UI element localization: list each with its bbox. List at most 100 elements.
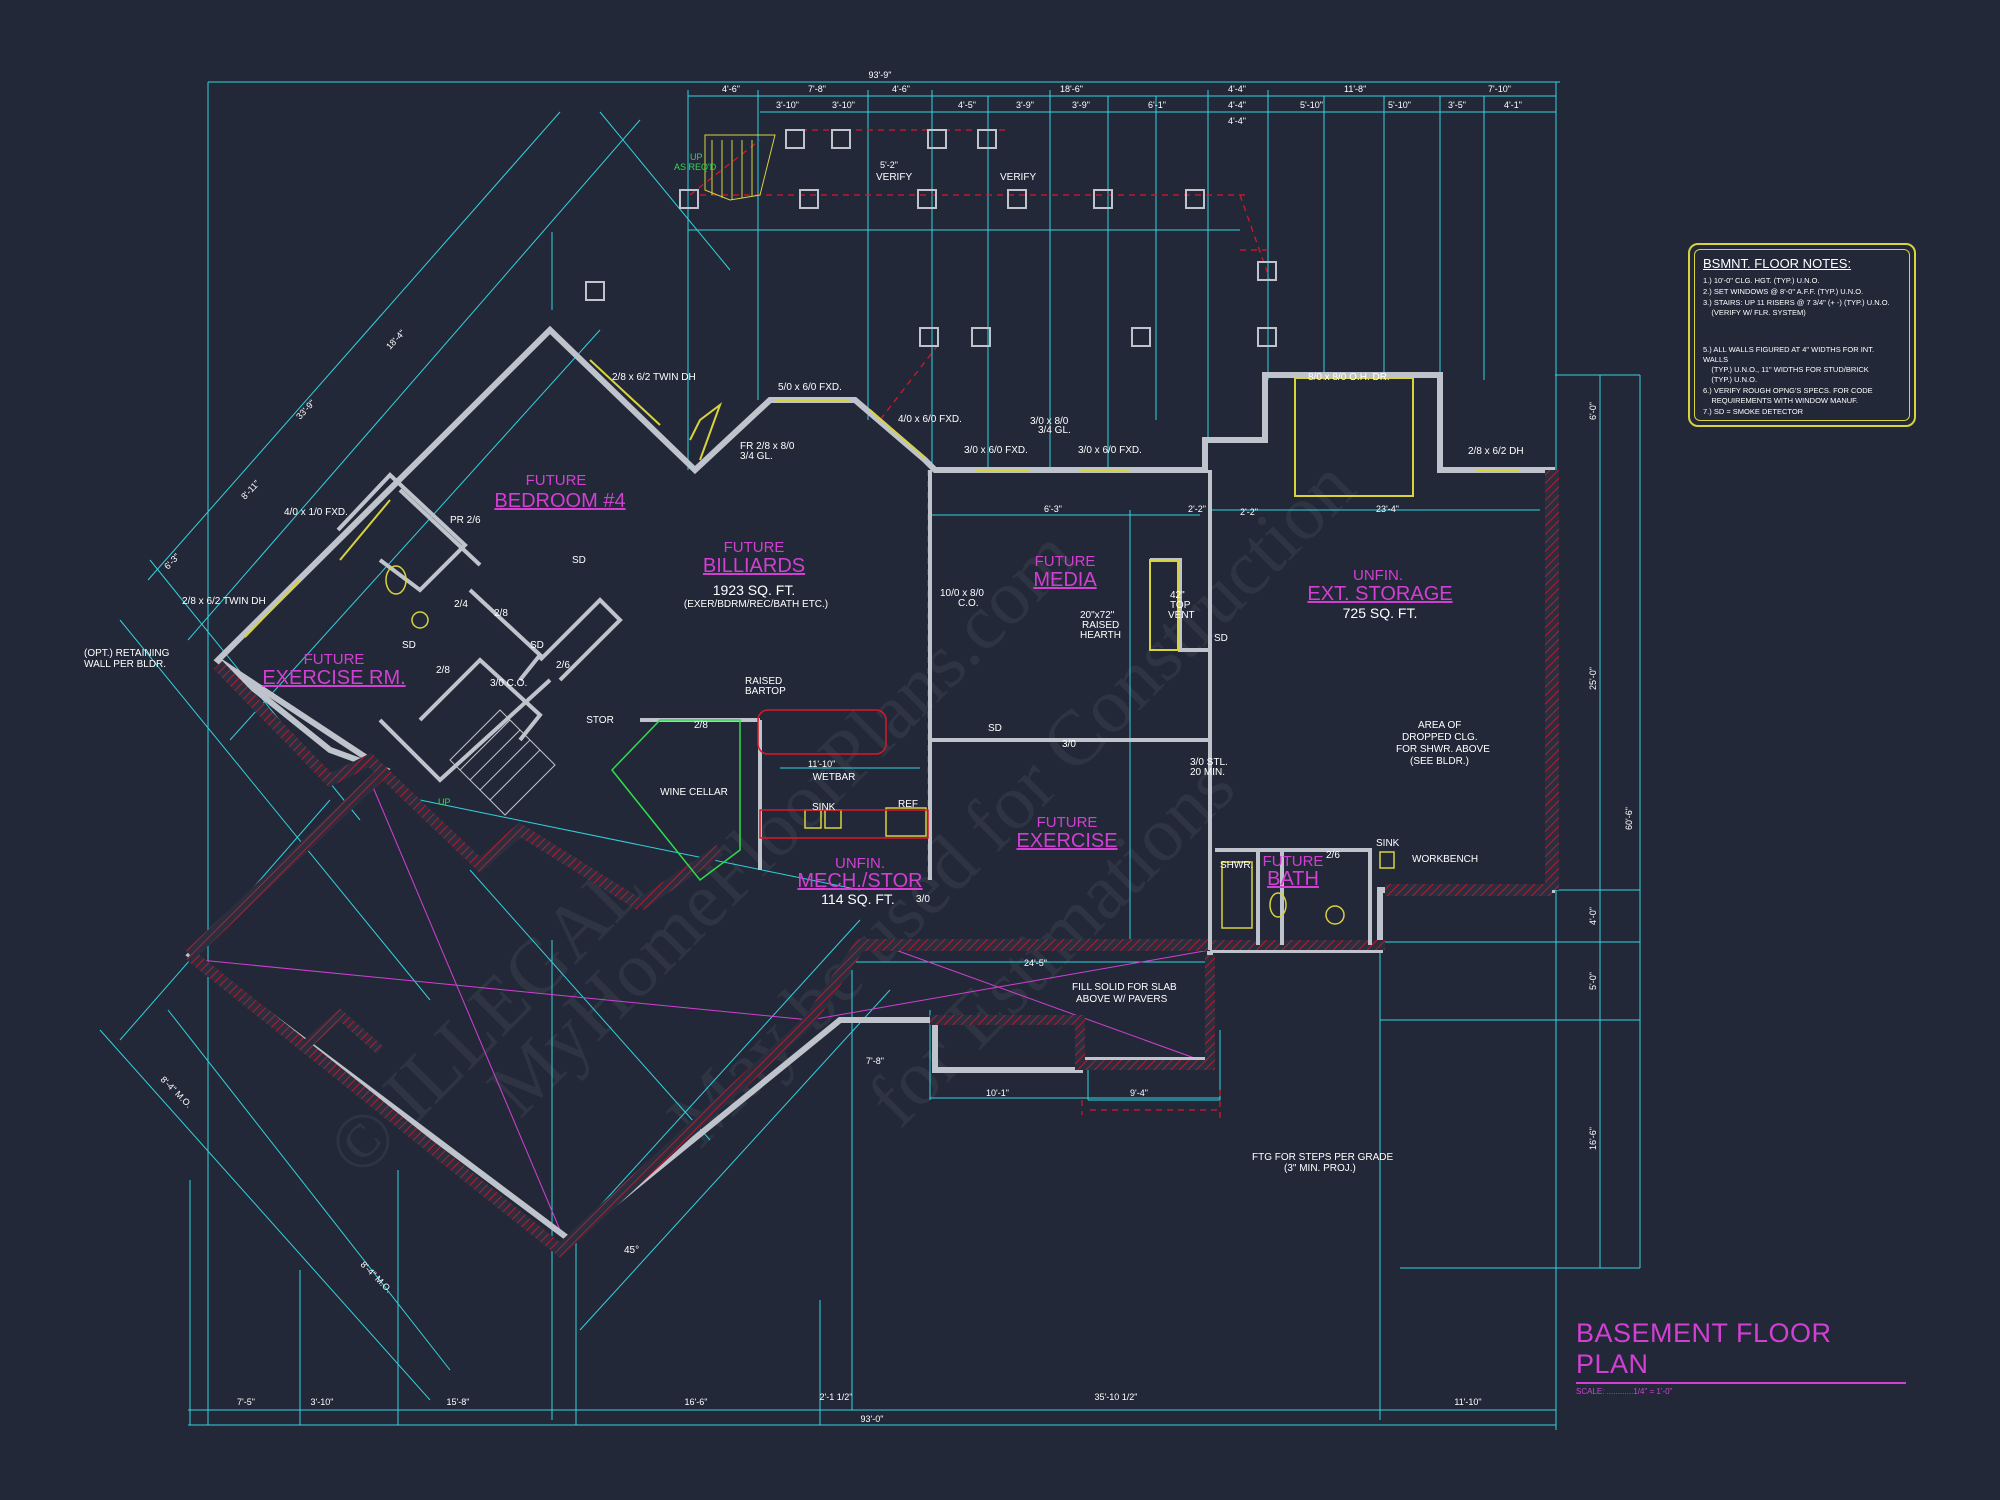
svg-text:TOP: TOP bbox=[1170, 600, 1191, 611]
svg-text:3/0 C.O.: 3/0 C.O. bbox=[490, 678, 527, 689]
room-stor: STOR bbox=[586, 715, 614, 726]
svg-text:2/8 x 6/2 TWIN DH: 2/8 x 6/2 TWIN DH bbox=[612, 372, 696, 383]
svg-text:FUTURE: FUTURE bbox=[724, 539, 785, 556]
svg-text:3/4 GL.: 3/4 GL. bbox=[740, 451, 773, 462]
svg-text:2'-2": 2'-2" bbox=[1240, 507, 1258, 517]
svg-text:8'-11": 8'-11" bbox=[239, 478, 261, 501]
room-bath: FUTURE BATH bbox=[1263, 853, 1324, 890]
svg-text:3'-9": 3'-9" bbox=[1072, 100, 1090, 110]
svg-text:EXERCISE RM.: EXERCISE RM. bbox=[262, 667, 405, 689]
svg-text:11'-10": 11'-10" bbox=[1454, 1397, 1481, 1407]
windows bbox=[244, 359, 1520, 651]
svg-text:6'-3": 6'-3" bbox=[1044, 504, 1062, 514]
svg-text:UNFIN.: UNFIN. bbox=[1353, 567, 1403, 584]
dimension-texts: 93'-9" 4'-6" 7'-8" 4'-6" 4'-5" 18'-6" 4'… bbox=[162, 70, 1634, 1424]
svg-text:MECH./STOR: MECH./STOR bbox=[797, 870, 922, 892]
svg-text:2/6: 2/6 bbox=[556, 660, 570, 671]
svg-text:VENT: VENT bbox=[1168, 610, 1195, 621]
svg-text:18'-6": 18'-6" bbox=[1060, 84, 1083, 94]
svg-text:FUTURE: FUTURE bbox=[526, 472, 587, 489]
svg-text:16'-6": 16'-6" bbox=[1588, 1127, 1598, 1150]
note-item: 5.) ALL WALLS FIGURED AT 4" WIDTHS FOR I… bbox=[1703, 345, 1875, 384]
svg-text:RAISED: RAISED bbox=[1082, 620, 1119, 631]
svg-text:3/0 STL.: 3/0 STL. bbox=[1190, 757, 1228, 768]
fixtures bbox=[385, 565, 1395, 929]
svg-text:2/8 x 6/2 DH: 2/8 x 6/2 DH bbox=[1468, 446, 1524, 457]
note-item: 7.) SD = SMOKE DETECTOR bbox=[1703, 407, 1804, 416]
room-mech-stor: UNFIN. MECH./STOR 114 SQ. FT. bbox=[797, 855, 922, 907]
note-item: 3.) STAIRS: UP 11 RISERS @ 7 3/4" (+ -) … bbox=[1703, 298, 1890, 317]
svg-text:SD: SD bbox=[572, 555, 586, 566]
svg-text:93'-0": 93'-0" bbox=[861, 1414, 884, 1424]
svg-text:HEARTH: HEARTH bbox=[1080, 630, 1121, 641]
room-wetbar: WETBAR bbox=[813, 772, 856, 783]
svg-text:3'-10": 3'-10" bbox=[776, 100, 799, 110]
svg-text:33'-9": 33'-9" bbox=[294, 398, 317, 422]
svg-text:AREA OF: AREA OF bbox=[1418, 720, 1461, 731]
svg-text:SD: SD bbox=[530, 640, 544, 651]
svg-text:3/0 x 8/0: 3/0 x 8/0 bbox=[1030, 416, 1069, 427]
svg-text:MEDIA: MEDIA bbox=[1033, 569, 1097, 591]
svg-text:FOR SHWR. ABOVE: FOR SHWR. ABOVE bbox=[1396, 744, 1490, 755]
svg-text:3'-5": 3'-5" bbox=[1448, 100, 1466, 110]
svg-text:3'-10": 3'-10" bbox=[832, 100, 855, 110]
svg-text:(EXER/BDRM/REC/BATH ETC.): (EXER/BDRM/REC/BATH ETC.) bbox=[684, 599, 828, 610]
svg-text:RAISED: RAISED bbox=[745, 676, 782, 687]
svg-text:93'-9": 93'-9" bbox=[869, 70, 892, 80]
svg-text:UP: UP bbox=[438, 797, 451, 807]
svg-text:EXERCISE: EXERCISE bbox=[1016, 830, 1117, 852]
svg-text:PR 2/6: PR 2/6 bbox=[450, 515, 481, 526]
svg-text:4'-4": 4'-4" bbox=[1228, 100, 1246, 110]
raised-bartop bbox=[757, 709, 929, 839]
svg-text:FILL SOLID FOR SLAB: FILL SOLID FOR SLAB bbox=[1072, 982, 1177, 993]
svg-text:AS REQ'D: AS REQ'D bbox=[674, 162, 717, 172]
svg-text:2/8: 2/8 bbox=[694, 720, 708, 731]
notes-title: BSMNT. FLOOR NOTES: bbox=[1703, 256, 1852, 271]
svg-text:725 SQ. FT.: 725 SQ. FT. bbox=[1343, 605, 1418, 621]
stairs-top bbox=[704, 134, 776, 201]
exterior-walls bbox=[185, 325, 1559, 1258]
room-media: FUTURE MEDIA bbox=[1033, 553, 1097, 591]
svg-text:ABOVE W/ PAVERS: ABOVE W/ PAVERS bbox=[1076, 994, 1168, 1005]
svg-text:8/0 x 8/0 O.H. DR.: 8/0 x 8/0 O.H. DR. bbox=[1308, 372, 1390, 383]
svg-text:FR 2/8 x 8/0: FR 2/8 x 8/0 bbox=[740, 441, 795, 452]
svg-text:4'-1": 4'-1" bbox=[1504, 100, 1522, 110]
svg-text:4'-4": 4'-4" bbox=[1228, 116, 1246, 126]
svg-text:8'-4" M.O.: 8'-4" M.O. bbox=[159, 1074, 194, 1109]
svg-text:FUTURE: FUTURE bbox=[1263, 853, 1324, 870]
svg-text:5'-0": 5'-0" bbox=[1588, 972, 1598, 990]
svg-text:6'-1": 6'-1" bbox=[1148, 100, 1166, 110]
svg-text:2'-2": 2'-2" bbox=[1188, 504, 1206, 514]
svg-text:SD: SD bbox=[1214, 633, 1228, 644]
room-wine-cellar: WINE CELLAR bbox=[660, 787, 728, 798]
basement-floor-notes-panel: BSMNT. FLOOR NOTES: 1.) 10'-0" CLG. HGT.… bbox=[1688, 243, 1916, 427]
annotation-labels: 2/8 x 6/2 TWIN DH 2/8 x 6/2 TWIN DH 5/0 … bbox=[84, 152, 1524, 1295]
notes-inner-frame: BSMNT. FLOOR NOTES: 1.) 10'-0" CLG. HGT.… bbox=[1694, 249, 1910, 421]
svg-text:SD: SD bbox=[402, 640, 416, 651]
svg-text:UP: UP bbox=[690, 152, 703, 162]
svg-text:2/8 x 6/2 TWIN DH: 2/8 x 6/2 TWIN DH bbox=[182, 596, 266, 607]
svg-text:3/0: 3/0 bbox=[1062, 739, 1076, 750]
svg-text:3/0 x 6/0 FXD.: 3/0 x 6/0 FXD. bbox=[1078, 445, 1142, 456]
svg-text:BATH: BATH bbox=[1267, 868, 1319, 890]
room-exercise-rm: FUTURE EXERCISE RM. bbox=[262, 651, 405, 689]
svg-text:EXT. STORAGE: EXT. STORAGE bbox=[1307, 583, 1452, 605]
svg-text:4/0 x 6/0 FXD.: 4/0 x 6/0 FXD. bbox=[898, 414, 962, 425]
stairs-bottom bbox=[449, 709, 556, 816]
svg-text:35'-10 1/2": 35'-10 1/2" bbox=[1095, 1392, 1138, 1402]
notes-spacer bbox=[1703, 319, 1901, 345]
svg-text:2/8: 2/8 bbox=[494, 608, 508, 619]
svg-text:20"x72": 20"x72" bbox=[1080, 610, 1115, 621]
svg-text:3/4 GL.: 3/4 GL. bbox=[1038, 425, 1071, 436]
svg-text:UNFIN.: UNFIN. bbox=[835, 855, 885, 872]
svg-text:7'-10": 7'-10" bbox=[1488, 84, 1511, 94]
svg-text:4'-6": 4'-6" bbox=[722, 84, 740, 94]
note-item: 1.) 10'-0" CLG. HGT. (TYP.) U.N.O. bbox=[1703, 276, 1820, 285]
wine-cellar-outline bbox=[611, 719, 741, 882]
svg-text:FUTURE: FUTURE bbox=[1035, 553, 1096, 570]
room-billiards: FUTURE BILLIARDS 1923 SQ. FT. (EXER/BDRM… bbox=[684, 539, 828, 610]
svg-text:SD: SD bbox=[988, 723, 1002, 734]
plan-title-block: BASEMENT FLOOR PLAN SCALE: ............1… bbox=[1576, 1318, 1906, 1396]
svg-text:FTG FOR STEPS PER GRADE: FTG FOR STEPS PER GRADE bbox=[1252, 1152, 1393, 1163]
